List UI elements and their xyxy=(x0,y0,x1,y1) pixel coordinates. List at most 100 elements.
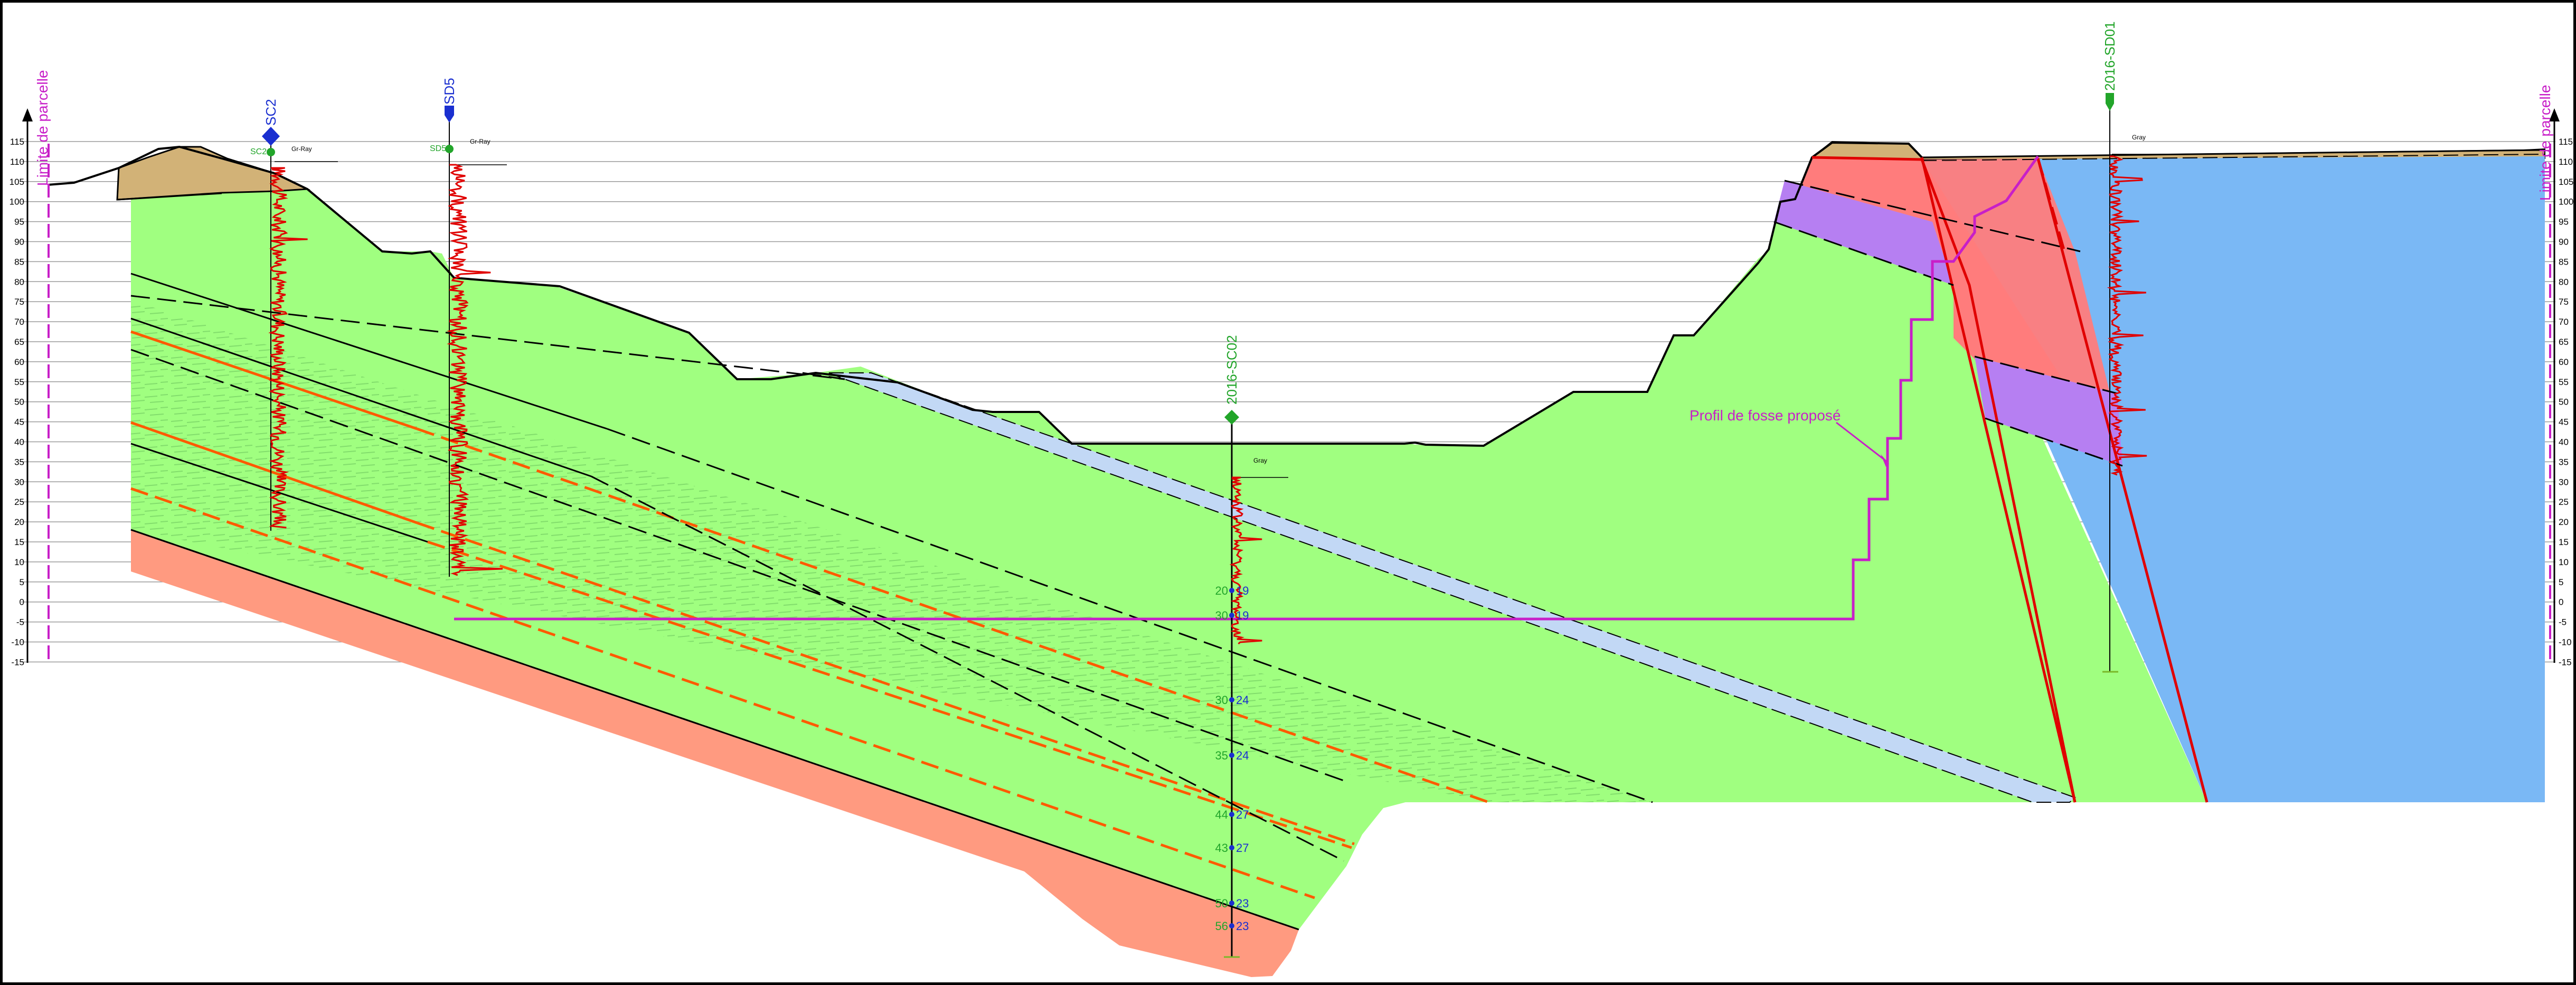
sample-value: 24 xyxy=(1236,693,1249,707)
elevation-tick-label: 75 xyxy=(2559,297,2569,307)
elevation-tick-label: 105 xyxy=(2559,177,2573,187)
contact-orange-dashed-4 xyxy=(427,540,1352,849)
elevation-tick-label: 75 xyxy=(14,297,24,307)
sc2-gamma-log xyxy=(268,167,308,529)
contact-orange-dashed-2 xyxy=(417,521,1355,846)
elevation-tick-label: 95 xyxy=(2559,217,2569,227)
elevation-tick-label: 65 xyxy=(2559,337,2569,347)
elevation-tick-label: 60 xyxy=(2559,357,2569,367)
elevation-tick-label: 50 xyxy=(14,397,24,407)
elevation-axis-left: 1151101051009590858075706560555045403530… xyxy=(10,137,24,667)
contact-orange-dashed-3 xyxy=(130,487,1315,899)
contact-base-solid xyxy=(130,529,1299,931)
sd01-label: 2016-SD01 xyxy=(2102,21,2118,91)
elevation-tick-label: 5 xyxy=(20,577,24,587)
right-surface-dashed xyxy=(1921,154,2545,161)
sample-depth: 30 xyxy=(1215,693,1228,707)
purple-unit-lower xyxy=(1975,357,2122,466)
red-faults xyxy=(1811,156,2209,803)
sc02-log-header: Gray xyxy=(1253,457,1267,464)
elevation-tick-label: 100 xyxy=(2559,197,2573,207)
elevation-tick-label: 20 xyxy=(14,517,24,527)
sample-marker xyxy=(1229,900,1234,906)
elevation-tick-label: 0 xyxy=(2559,597,2563,607)
elevation-tick-label: -5 xyxy=(2559,617,2566,627)
right-surface-line xyxy=(1921,149,2545,158)
sample-depth: 43 xyxy=(1215,841,1228,855)
sc02-gamma-log xyxy=(1229,476,1262,645)
sample-value: 27 xyxy=(1236,808,1249,821)
elevation-tick-label: 15 xyxy=(2559,537,2569,547)
sample-marker xyxy=(1229,753,1234,758)
elevation-axis-right: 1151101051009590858075706560555045403530… xyxy=(2559,137,2573,667)
contact-upper-dashed xyxy=(802,372,845,380)
sample-marker xyxy=(1229,812,1234,817)
pit-profile xyxy=(454,155,2040,621)
elevation-tick-label: 115 xyxy=(10,137,24,147)
elevation-tick-label: 70 xyxy=(14,317,24,327)
topography-line xyxy=(47,141,1923,447)
sd5-label: SD5 xyxy=(441,78,457,105)
elevation-tick-label: 105 xyxy=(10,177,24,187)
elevation-tick-label: 85 xyxy=(2559,257,2569,267)
elevation-tick-label: 85 xyxy=(14,257,24,267)
elevation-tick-label: 50 xyxy=(2559,397,2569,407)
sample-marker xyxy=(1229,613,1234,618)
annotation-label: Profil de fosse proposé xyxy=(1690,407,1841,424)
sample-marker xyxy=(1229,845,1234,850)
elevation-tick-label: -15 xyxy=(2559,657,2572,667)
sample-depth: 30 xyxy=(1215,609,1228,622)
elevation-tick-label: 25 xyxy=(2559,497,2569,507)
elevation-tick-label: 40 xyxy=(14,437,24,447)
sample-depth: 56 xyxy=(1215,920,1228,933)
sd5-sub-label: SD5 xyxy=(430,144,446,153)
elevation-tick-label: 35 xyxy=(14,457,24,467)
sc2-symbol xyxy=(262,127,280,146)
elevation-tick-label: -5 xyxy=(16,617,24,627)
elevation-tick-label: 100 xyxy=(10,197,24,207)
elevation-tick-label: 30 xyxy=(2559,477,2569,487)
left-base-line xyxy=(117,192,222,201)
sample-value: 24 xyxy=(1236,749,1249,762)
elevation-tick-label: 15 xyxy=(14,537,24,547)
right-boundary-marker: Limite de parcelle xyxy=(2537,85,2560,663)
sc2-label: SC2 xyxy=(263,99,279,126)
right-dashed-contacts xyxy=(1773,180,2123,467)
sample-marker xyxy=(1229,923,1234,928)
elevation-tick-label: 95 xyxy=(14,217,24,227)
elevation-tick-label: 20 xyxy=(2559,517,2569,527)
elevation-tick-label: 40 xyxy=(2559,437,2569,447)
elevation-tick-label: 55 xyxy=(2559,377,2569,387)
elevation-tick-label: 70 xyxy=(2559,317,2569,327)
elevation-tick-label: 110 xyxy=(10,157,24,167)
elevation-tick-label: -10 xyxy=(2559,637,2572,648)
left-boundary-label: Limite de parcelle xyxy=(34,70,51,186)
sd5-gamma-log xyxy=(446,164,503,576)
sc2-log-header: Gr-Ray xyxy=(291,145,312,153)
sample-value: 19 xyxy=(1236,609,1249,622)
elevation-tick-label: 55 xyxy=(14,377,24,387)
sample-value: 23 xyxy=(1236,920,1249,933)
sc02-symbol xyxy=(1224,410,1239,425)
left-boundary-marker: Limite de parcelle xyxy=(22,70,51,663)
elevation-tick-label: -10 xyxy=(11,637,24,648)
elevation-tick-label: 90 xyxy=(2559,237,2569,247)
borehole-sc2: SC2 SC2 Gr-Ray xyxy=(250,99,338,531)
sample-depth: 20 xyxy=(1215,584,1228,597)
sample-depth: 44 xyxy=(1215,808,1228,821)
sd01-log-header: Gray xyxy=(2132,134,2146,141)
elevation-tick-label: 110 xyxy=(2559,157,2573,167)
borehole-sd5: SD5 SD5 Gr-Ray xyxy=(430,78,507,577)
sample-depth: 35 xyxy=(1215,749,1228,762)
elevation-tick-label: 115 xyxy=(2559,137,2573,147)
sample-marker xyxy=(1229,588,1234,593)
sample-value: 23 xyxy=(1236,897,1249,910)
sample-depth: 50 xyxy=(1215,897,1228,910)
sample-marker xyxy=(1229,697,1234,702)
sd01-symbol xyxy=(2106,93,2114,111)
elevation-tick-label: 5 xyxy=(2559,577,2563,587)
elevation-tick-label: 25 xyxy=(14,497,24,507)
sc02-label: 2016-SC02 xyxy=(1224,335,1240,405)
